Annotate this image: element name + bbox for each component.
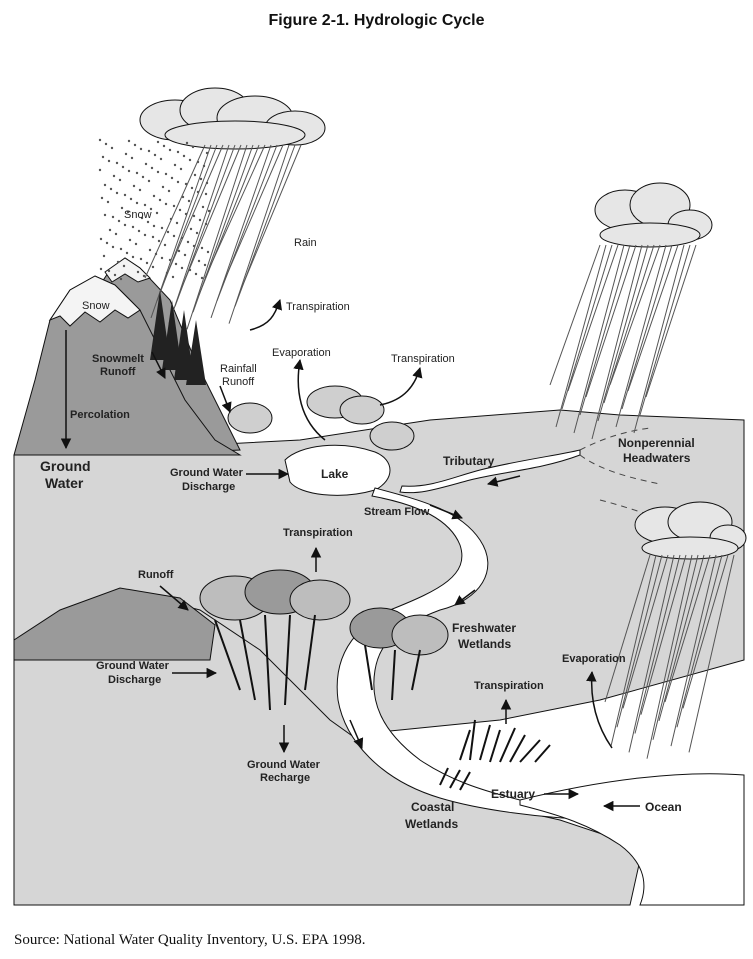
arrow-transpiration-1 [249, 299, 282, 331]
label-transpiration-1: Transpiration [286, 301, 350, 313]
label-gw-discharge-1a: Ground Water [170, 467, 244, 479]
arrow-river-flow-2 [349, 719, 364, 749]
label-gw-discharge-1b: Discharge [182, 481, 235, 493]
cloud-right-lower [634, 501, 747, 560]
label-snowmelt-2: Runoff [100, 366, 136, 378]
snow-dots [98, 138, 211, 281]
label-gw-recharge-2: Recharge [260, 772, 310, 784]
figure-title: Figure 2-1. Hydrologic Cycle [268, 12, 485, 29]
label-lake: Lake [321, 467, 349, 481]
label-snow-air: Snow [124, 209, 152, 221]
label-percolation: Percolation [70, 409, 130, 421]
label-nonperennial-1: Nonperennial [618, 436, 695, 450]
label-gw-discharge-2a: Ground Water [96, 660, 170, 672]
deciduous-trees-lake [227, 385, 415, 451]
estuary-grass [439, 719, 551, 791]
label-estuary: Estuary [491, 787, 535, 801]
rain-left [144, 144, 302, 330]
arrow-tributary [486, 475, 521, 487]
label-nonperennial-2: Headwaters [623, 451, 691, 465]
label-coastal-1: Coastal [411, 800, 454, 814]
ocean-water [519, 773, 745, 906]
snowcap-front [48, 275, 141, 327]
label-ocean: Ocean [645, 800, 682, 814]
source-note: Source: National Water Quality Inventory… [14, 932, 366, 948]
label-gw-discharge-2b: Discharge [108, 674, 161, 686]
label-snowmelt-1: Snowmelt [92, 353, 144, 365]
arrow-runoff [159, 585, 189, 611]
arrow-rainfall-runoff [219, 385, 232, 413]
arrow-evaporation-2 [586, 670, 613, 749]
label-transpiration-3: Transpiration [283, 527, 353, 539]
label-rain: Rain [294, 237, 317, 249]
lower-hill [13, 587, 216, 661]
label-coastal-2: Wetlands [405, 817, 458, 831]
label-freshwater-2: Wetlands [458, 637, 511, 651]
conifer-trees [150, 290, 206, 385]
label-transpiration-4: Transpiration [474, 680, 544, 692]
label-ground-water-1: Ground [40, 458, 91, 474]
wetland-forest [199, 569, 449, 711]
cloud-left [139, 87, 326, 150]
label-evaporation-2: Evaporation [562, 653, 626, 665]
label-stream-flow: Stream Flow [364, 506, 430, 518]
label-gw-recharge-1: Ground Water [247, 759, 321, 771]
label-transpiration-2: Transpiration [391, 353, 455, 365]
cloud-right-upper [594, 182, 713, 248]
arrow-transpiration-2 [379, 366, 423, 406]
arrow-stream-flow [429, 504, 463, 520]
label-freshwater-1: Freshwater [452, 621, 516, 635]
label-rainfall-2: Runoff [222, 376, 255, 388]
label-evaporation-1: Evaporation [272, 347, 331, 359]
arrow-snowmelt [151, 351, 166, 379]
label-tributary: Tributary [443, 454, 495, 468]
label-runoff: Runoff [138, 569, 174, 581]
tributary-river [399, 449, 581, 494]
rain-right-lower [604, 554, 735, 759]
label-rainfall-1: Rainfall [220, 363, 257, 375]
label-ground-water-2: Water [45, 475, 84, 491]
arrow-evaporation-1 [293, 358, 326, 441]
label-snow-peak: Snow [82, 300, 110, 312]
rain-right-upper [549, 244, 697, 440]
snowcap-back [104, 257, 151, 283]
arrow-river-flow-1 [454, 589, 476, 606]
lake-water [284, 444, 391, 496]
